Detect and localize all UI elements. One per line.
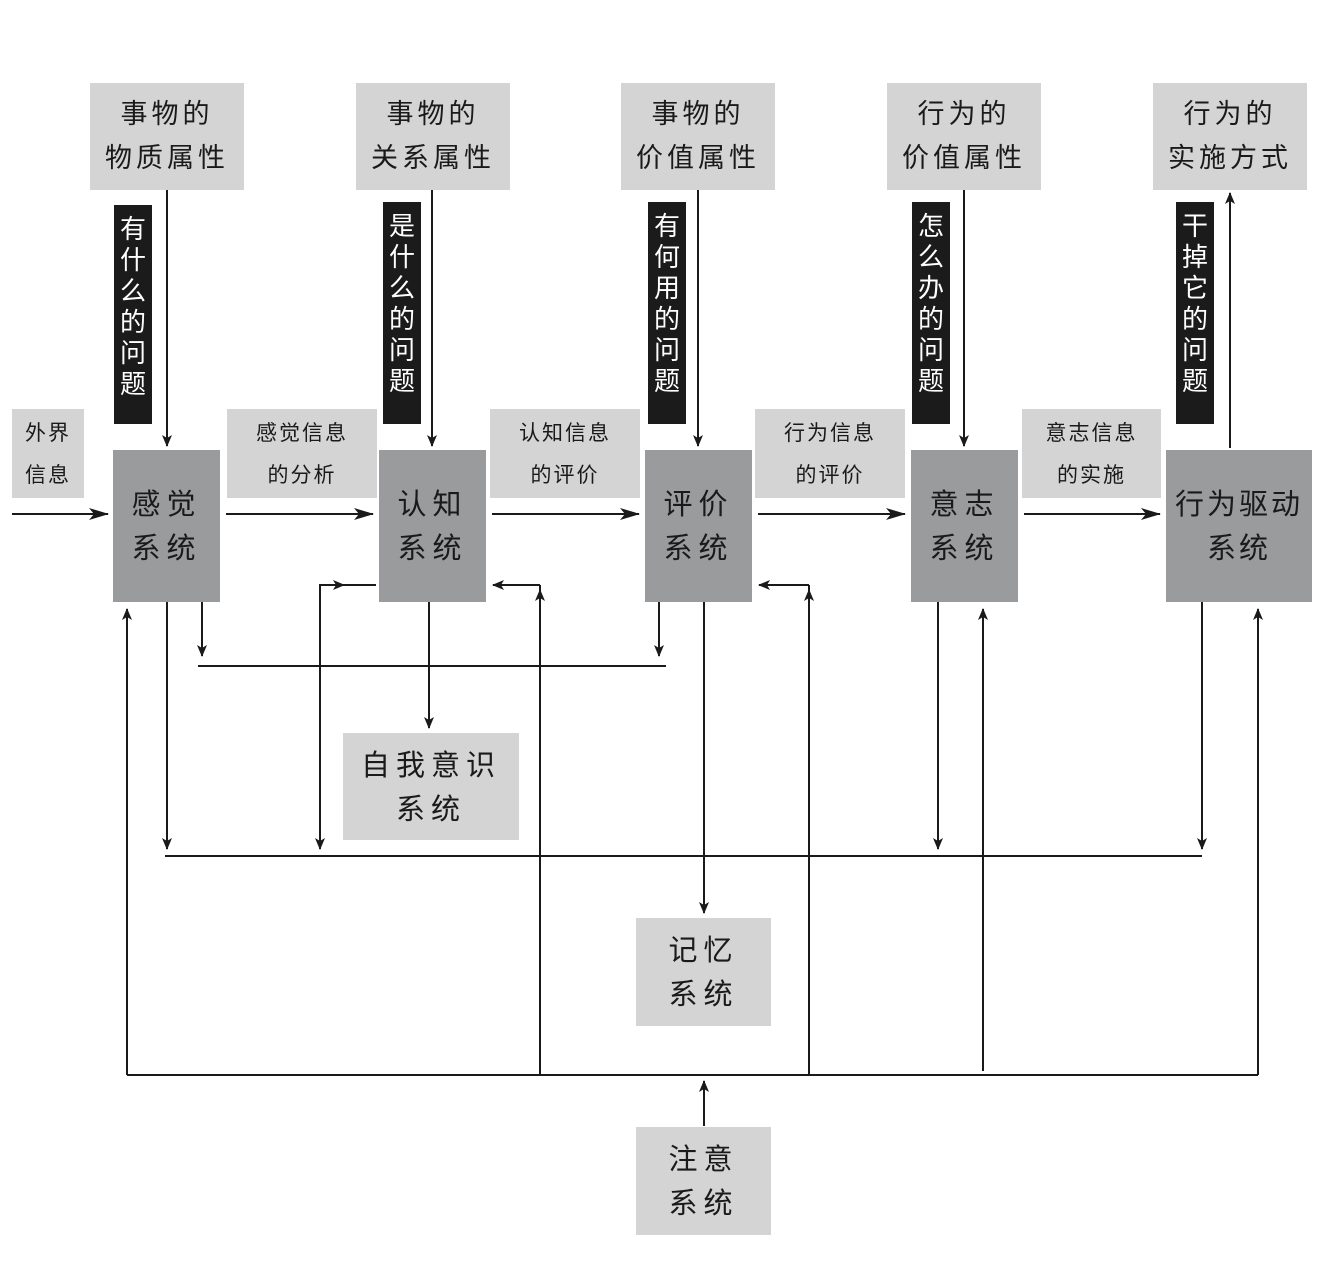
- attr-relation-line1: 事物的: [386, 98, 480, 130]
- system-attention-line2: 系统: [668, 1186, 739, 1220]
- system-memory-box: 记忆 系统: [636, 918, 771, 1026]
- question-what-is: 是什么的问题: [383, 202, 421, 424]
- system-sensation-box: 感觉 系统: [113, 450, 220, 602]
- system-will-line1: 意志: [929, 487, 1000, 521]
- attr-material-box: 事物的 物质属性: [90, 83, 244, 190]
- attr-action-mode-line2: 实施方式: [1168, 142, 1292, 174]
- system-sensation-line2: 系统: [131, 531, 202, 565]
- system-self-line1: 自我意识: [360, 747, 501, 782]
- info-external-line2: 信息: [25, 462, 71, 487]
- info-behavior-line2: 的评价: [795, 462, 865, 487]
- question-do-it: 干掉它的问题: [1176, 202, 1214, 424]
- question-what-has: 有什么的问题: [114, 205, 152, 424]
- system-memory-line1: 记忆: [668, 933, 739, 967]
- info-cognition-line1: 认知信息: [519, 420, 611, 445]
- system-self-box: 自我意识 系统: [343, 733, 519, 840]
- attr-material-line2: 物质属性: [105, 142, 229, 174]
- attr-relation-line2: 关系属性: [371, 142, 495, 174]
- system-cognition-box: 认知 系统: [379, 450, 486, 602]
- attr-action-mode-box: 行为的 实施方式: [1153, 83, 1307, 190]
- info-behavior-line1: 行为信息: [784, 420, 876, 445]
- system-will-line2: 系统: [929, 531, 1000, 565]
- system-memory-line2: 系统: [668, 977, 739, 1011]
- info-sensation-line1: 感觉信息: [256, 420, 348, 445]
- attr-action-value-line1: 行为的: [917, 98, 1011, 130]
- system-evaluation-box: 评价 系统: [645, 450, 752, 602]
- system-drive-box: 行为驱动 系统: [1166, 450, 1312, 602]
- info-sensation-line2: 的分析: [267, 462, 337, 487]
- system-attention-box: 注意 系统: [636, 1127, 771, 1235]
- info-cognition-box: 认知信息 的评价: [490, 409, 640, 498]
- system-will-box: 意志 系统: [911, 450, 1018, 602]
- attr-value-line2: 价值属性: [636, 142, 760, 174]
- system-sensation-line1: 感觉: [131, 487, 202, 521]
- info-behavior-box: 行为信息 的评价: [755, 409, 905, 498]
- system-cognition-line2: 系统: [397, 531, 468, 565]
- info-external-line1: 外界: [25, 420, 71, 445]
- attr-action-mode-line1: 行为的: [1183, 98, 1277, 130]
- attr-value-line1: 事物的: [651, 98, 745, 130]
- system-self-line2: 系统: [395, 791, 466, 826]
- question-how-to: 怎么办的问题: [912, 202, 950, 424]
- system-evaluation-line2: 系统: [663, 531, 734, 565]
- system-drive-line1: 行为驱动: [1174, 487, 1303, 521]
- attr-value-box: 事物的 价值属性: [621, 83, 775, 190]
- question-what-use: 有何用的问题: [648, 202, 686, 424]
- info-will-line1: 意志信息: [1045, 420, 1138, 445]
- info-external-box: 外界 信息: [12, 409, 84, 498]
- attr-material-line1: 事物的: [120, 98, 214, 130]
- system-drive-line2: 系统: [1206, 531, 1271, 565]
- system-cognition-line1: 认知: [397, 487, 468, 521]
- info-will-line2: 的实施: [1057, 462, 1126, 487]
- system-evaluation-line1: 评价: [663, 487, 734, 521]
- attr-relation-box: 事物的 关系属性: [356, 83, 510, 190]
- info-will-box: 意志信息 的实施: [1022, 409, 1161, 498]
- info-cognition-line2: 的评价: [530, 462, 600, 487]
- attr-action-value-box: 行为的 价值属性: [887, 83, 1041, 190]
- info-sensation-box: 感觉信息 的分析: [227, 409, 377, 498]
- attr-action-value-line2: 价值属性: [902, 142, 1026, 174]
- system-attention-line1: 注意: [668, 1142, 739, 1176]
